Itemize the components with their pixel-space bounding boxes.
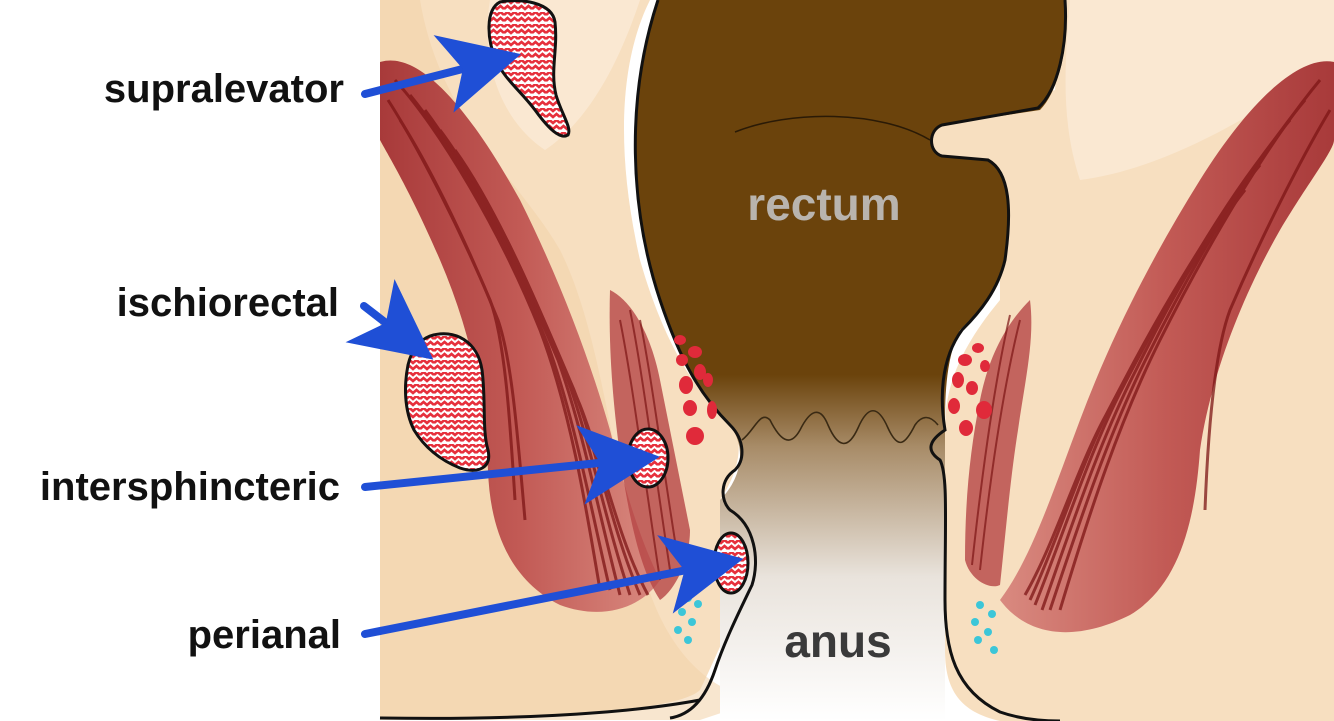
- right-internal-sphincter: [965, 300, 1032, 587]
- label-rectum: rectum: [747, 178, 900, 230]
- ischiorectal-arrow: [345, 278, 434, 360]
- labels: supralevator ischiorectal intersphincter…: [40, 67, 901, 667]
- label-supralevator: supralevator: [104, 67, 344, 111]
- rectum-outline-left: [633, 0, 757, 720]
- intersphincteric-abscess: [626, 427, 670, 489]
- perianal-arrow: [361, 535, 744, 638]
- dentate-line: [741, 409, 939, 445]
- label-anus: anus: [784, 615, 891, 667]
- pointer-arrows: [345, 35, 744, 638]
- rectal-fold-line: [734, 115, 931, 141]
- rectum-outline-right: [929, 0, 1067, 721]
- ischiorectal-abscess: [404, 332, 491, 472]
- anal-glands-red: [674, 335, 992, 445]
- supralevator-arrow: [361, 35, 522, 113]
- label-intersphincteric: intersphincteric: [40, 465, 340, 509]
- label-ischiorectal: ischiorectal: [117, 281, 339, 325]
- label-perianal: perianal: [188, 613, 341, 657]
- perianal-abscess: [712, 531, 750, 595]
- intersphincteric-arrow: [361, 425, 660, 505]
- bottom-skin-line-left: [379, 698, 701, 720]
- right-muscle: [965, 61, 1334, 633]
- upper-fat-right: [1065, 0, 1334, 180]
